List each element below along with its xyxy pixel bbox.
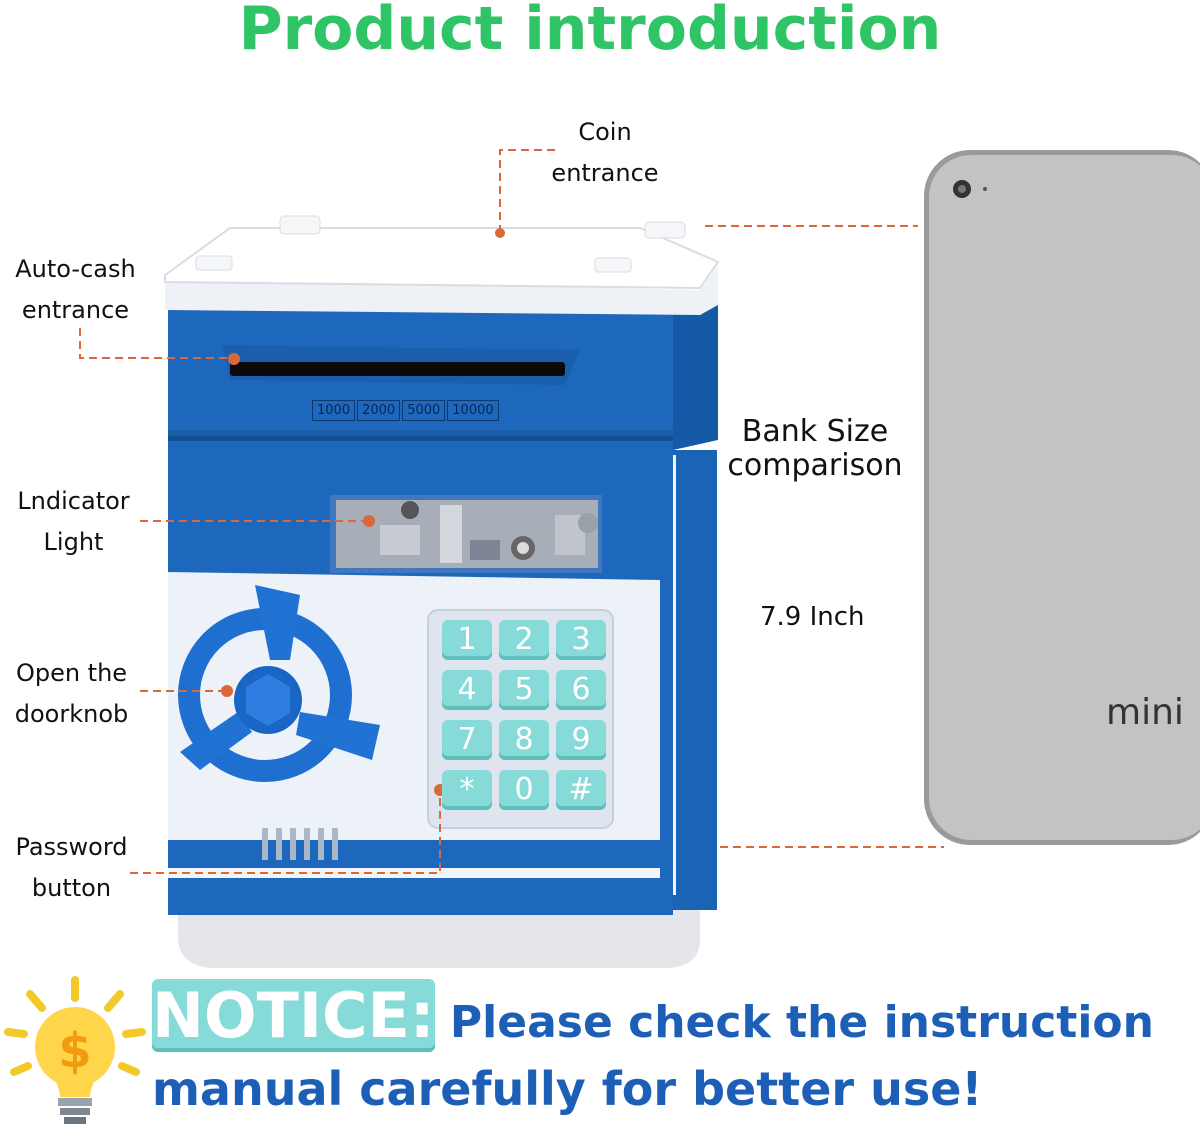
lightbulb-icon: $: [4, 976, 146, 1124]
notice-text: NOTICE: Please check the instruction man…: [152, 979, 1197, 1122]
bill-label: 1000: [312, 400, 356, 421]
label-line: doorknob: [14, 700, 129, 728]
auto-cash-entrance-label: Auto-cash entrance: [8, 249, 143, 331]
label-line: entrance: [21, 296, 130, 324]
bill-label: 5000: [402, 400, 446, 421]
heading-line: comparison: [727, 448, 903, 483]
label-line: button: [31, 874, 112, 902]
label-line: entrance: [551, 159, 659, 187]
notice-keyword: NOTICE:: [152, 979, 435, 1052]
indicator-light-label: Lndicator Light: [6, 481, 141, 563]
leader-lines: [79, 149, 944, 874]
label-line: Coin: [578, 118, 632, 146]
password-button-label: Password button: [4, 827, 139, 909]
keypad-key[interactable]: 9: [556, 720, 606, 760]
tablet-image: [924, 150, 1200, 845]
keypad-key[interactable]: 1: [442, 620, 492, 660]
page-title: Product introduction: [238, 0, 942, 64]
keypad-key[interactable]: 0: [499, 770, 549, 810]
label-line: Open the: [15, 659, 128, 687]
keypad-key[interactable]: 7: [442, 720, 492, 760]
keypad-key[interactable]: 4: [442, 670, 492, 710]
label-line: Light: [43, 528, 104, 556]
doorknob-label: Open the doorknob: [4, 653, 139, 735]
label-line: Lndicator: [17, 487, 130, 515]
keypad-key[interactable]: 5: [499, 670, 549, 710]
keypad-key[interactable]: #: [556, 770, 606, 810]
piggy-bank-image: [164, 215, 720, 968]
size-comparison-heading: Bank Size comparison: [720, 415, 910, 483]
svg-text:$: $: [58, 1023, 91, 1079]
keypad-key[interactable]: 3: [556, 620, 606, 660]
notice-line1: Please check the instruction: [434, 997, 1154, 1048]
doorknob-image: [178, 585, 380, 782]
keypad: 1 2 3 4 5 6 7 8 9 * 0 #: [442, 620, 607, 810]
heading-line: Bank Size: [741, 414, 889, 449]
keypad-key[interactable]: 6: [556, 670, 606, 710]
label-line: Password: [15, 833, 128, 861]
coin-entrance-label: Coin entrance: [540, 112, 670, 194]
tablet-brand-text: mini: [1106, 692, 1184, 733]
keypad-key[interactable]: *: [442, 770, 492, 810]
label-line: Auto-cash: [15, 255, 136, 283]
keypad-key[interactable]: 8: [499, 720, 549, 760]
bill-label: 2000: [357, 400, 401, 421]
size-value: 7.9 Inch: [760, 602, 865, 632]
notice-line2: manual carefully for better use!: [152, 1062, 983, 1116]
bill-label: 10000: [447, 400, 499, 421]
bill-denominations: 1000 2000 5000 10000: [312, 400, 499, 421]
keypad-key[interactable]: 2: [499, 620, 549, 660]
